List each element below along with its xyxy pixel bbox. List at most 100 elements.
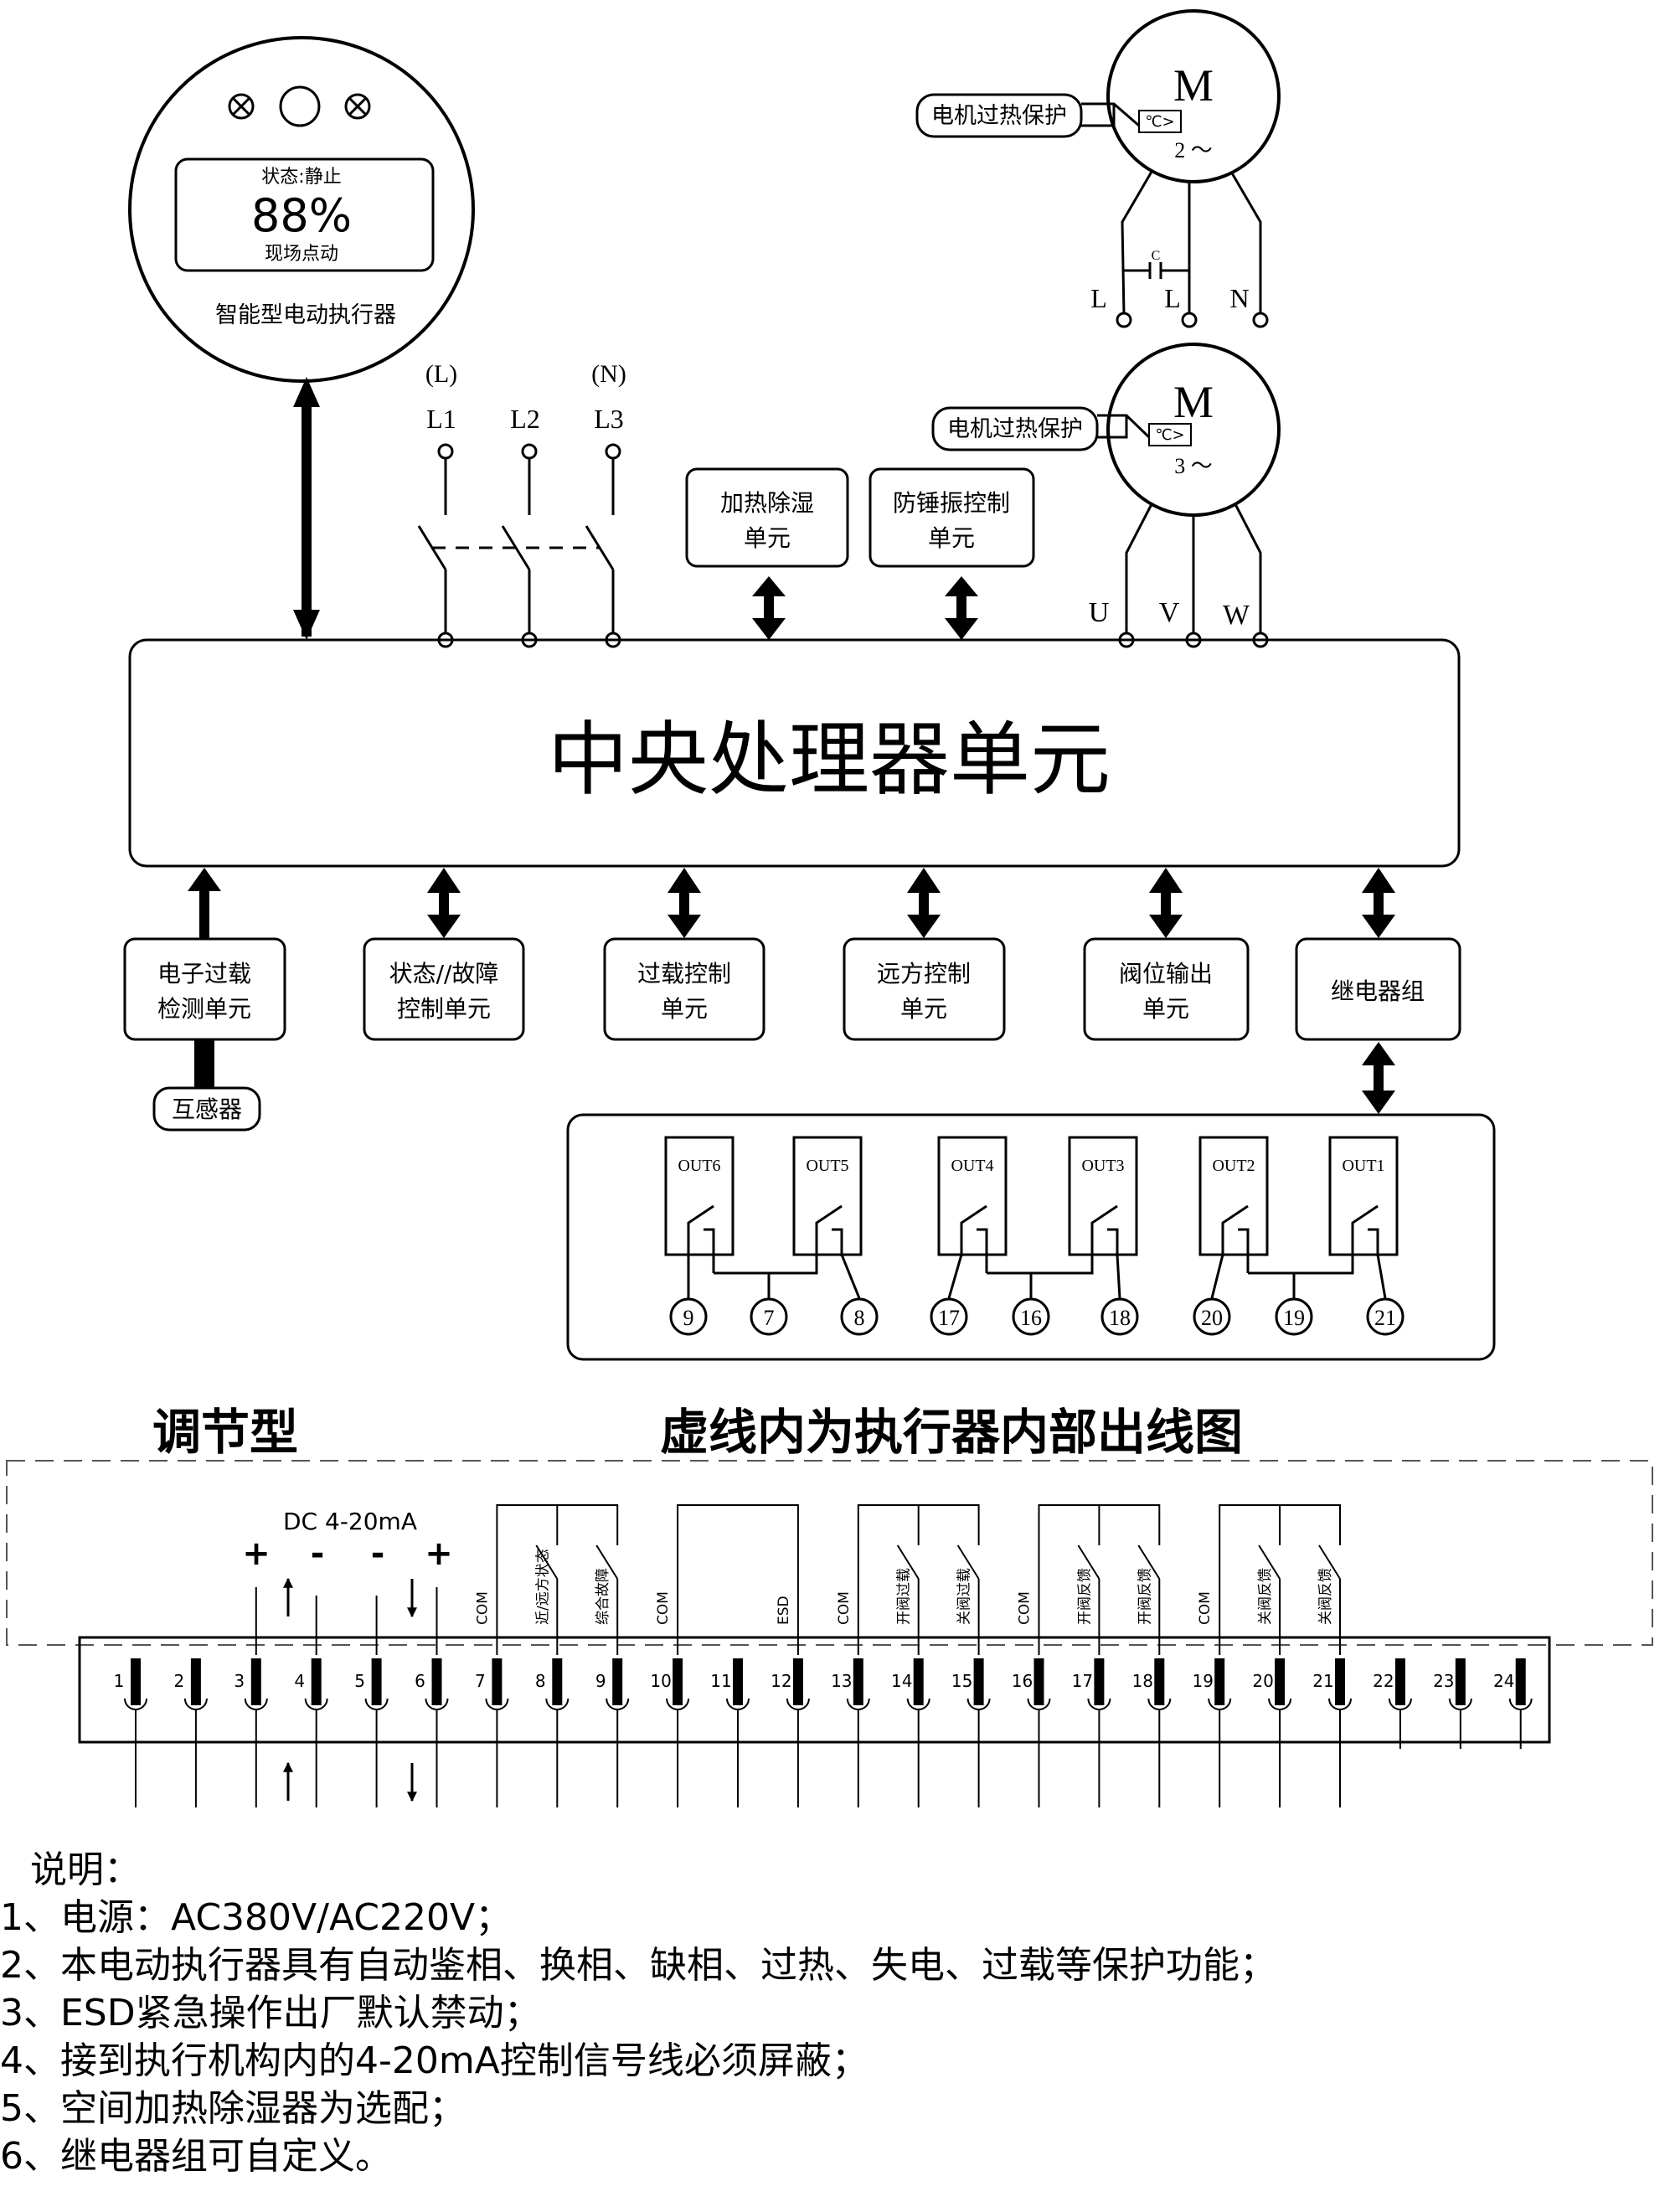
relay-terminal: 8 [854, 1306, 865, 1330]
svg-text:控制单元: 控制单元 [397, 995, 491, 1023]
terminal-6[interactable]: 6 [415, 1658, 449, 1807]
terminal-number: 3 [234, 1671, 245, 1691]
wire-label: 关阀反馈 [1257, 1568, 1274, 1625]
relay-box [566, 1113, 1496, 1361]
terminal-18[interactable]: 18 [1132, 1658, 1172, 1807]
terminal-number: 23 [1433, 1671, 1454, 1691]
terminal-8[interactable]: 8 [535, 1658, 570, 1807]
svg-text:继电器组: 继电器组 [1331, 977, 1425, 1005]
relay-label: OUT2 [1212, 1157, 1255, 1175]
svg-text:U: U [1089, 597, 1110, 628]
valve-position-unit: 阀位输出 单元 [1083, 868, 1250, 1041]
svg-text:3 ～: 3 ～ [1174, 454, 1213, 478]
polarity-minus-5: - [371, 1534, 385, 1573]
transformer: 互感器 [152, 1086, 261, 1132]
terminal-24[interactable]: 24 [1493, 1658, 1533, 1749]
status-fault-unit: 状态//故障 控制单元 [363, 868, 525, 1041]
terminal-16[interactable]: 16 [1012, 1658, 1051, 1807]
terminal-number: 8 [535, 1671, 546, 1691]
relay-terminal: 7 [764, 1306, 775, 1330]
terminal-15[interactable]: 15 [951, 1658, 991, 1807]
terminal-22[interactable]: 22 [1373, 1658, 1412, 1749]
wire-label: COM [1017, 1591, 1033, 1625]
terminal-1[interactable]: 1 [114, 1658, 147, 1807]
terminal-20[interactable]: 20 [1252, 1658, 1292, 1807]
motor-single-phase: M 电机过热保护 ℃> 2 ～ C L L N [915, 9, 1281, 328]
relay-terminal: 18 [1109, 1306, 1131, 1330]
anti-hammer-unit: 防锤振控制 单元 [869, 467, 1035, 640]
polarity-plus-6: + [425, 1534, 453, 1573]
motor-three-phase: M 电机过热保护 ℃> 3 ～ U V W [931, 343, 1281, 648]
wire-label: 关阀反馈 [1317, 1568, 1334, 1625]
terminal-11[interactable]: 11 [710, 1658, 750, 1807]
terminal-17[interactable]: 17 [1072, 1658, 1111, 1807]
polarity-plus-3: + [242, 1534, 271, 1573]
notes-heading: 说明： [30, 1848, 141, 1891]
svg-text:加热除湿: 加热除湿 [720, 489, 814, 517]
svg-text:℃>: ℃> [1155, 426, 1184, 444]
svg-text:电子过载: 电子过载 [157, 960, 251, 987]
bottom-units: 电子过载 检测单元 互感器 状态//故障 控制单元 过载控制 单元 [123, 868, 1461, 1132]
lcd-mode: 现场点动 [265, 244, 338, 265]
terminal-number: 13 [831, 1671, 852, 1691]
svg-text:电机过热保护: 电机过热保护 [931, 103, 1067, 129]
svg-text:W: W [1223, 600, 1250, 631]
note-item-4: 4、接到执行机构内的4-20mA控制信号线必须屏蔽； [0, 2039, 869, 2082]
terminal-13[interactable]: 13 [831, 1658, 870, 1807]
polarity-minus-4: - [311, 1534, 325, 1573]
actuator-caption: 智能型电动执行器 [215, 302, 396, 328]
svg-text:电机过热保护: 电机过热保护 [947, 416, 1083, 442]
overload-detect-unit: 电子过载 检测单元 [123, 868, 286, 1088]
terminal-21[interactable]: 21 [1312, 1658, 1352, 1807]
svg-text:状态//故障: 状态//故障 [389, 960, 499, 987]
terminal-12[interactable]: 12 [771, 1658, 810, 1807]
terminal-number: 10 [650, 1671, 671, 1691]
terminal-number: 2 [174, 1671, 185, 1691]
terminal-number: 14 [891, 1671, 912, 1691]
terminal-14[interactable]: 14 [891, 1658, 930, 1807]
relay-label: OUT5 [806, 1157, 848, 1175]
svg-text:M: M [1173, 60, 1214, 111]
notes-section: 说明： 1、电源：AC380V/AC220V； 2、本电动执行器具有自动鉴相、换… [0, 1847, 1670, 2180]
svg-text:单元: 单元 [1142, 995, 1189, 1023]
note-item-6: 6、继电器组可自定义。 [0, 2135, 392, 2178]
svg-text:L: L [1164, 283, 1181, 313]
svg-text:单元: 单元 [661, 995, 708, 1023]
svg-text:L: L [1090, 283, 1107, 313]
relay-cell-out6: OUT6 [664, 1136, 734, 1256]
terminal-block [78, 1636, 1551, 1744]
terminal-19[interactable]: 19 [1192, 1658, 1232, 1807]
svg-text:远方控制: 远方控制 [877, 960, 971, 987]
terminal-number: 7 [475, 1671, 486, 1691]
terminal-2[interactable]: 2 [174, 1658, 208, 1807]
terminal-number: 15 [951, 1671, 972, 1691]
note-item-1: 1、电源：AC380V/AC220V； [0, 1896, 513, 1939]
terminal-number: 6 [415, 1671, 425, 1691]
terminal-9[interactable]: 9 [595, 1658, 630, 1807]
tag-l: (L) [425, 360, 457, 388]
indicator-x-icon-right [344, 93, 371, 120]
terminal-number: 12 [771, 1671, 791, 1691]
svg-text:单元: 单元 [900, 995, 947, 1023]
terminal-number: 4 [294, 1671, 305, 1691]
svg-text:2 ～: 2 ～ [1174, 138, 1213, 162]
terminal-23[interactable]: 23 [1433, 1658, 1472, 1749]
lcd-percent: 88% [251, 189, 352, 242]
terminal-number: 16 [1012, 1671, 1033, 1691]
dashed-title: 虚线内为执行器内部出线图 [660, 1404, 1243, 1461]
terminal-number: 11 [710, 1671, 731, 1691]
terminal-10[interactable]: 10 [650, 1658, 690, 1807]
wire-label: 近/远方状态 [534, 1549, 551, 1625]
terminal-number: 18 [1132, 1671, 1153, 1691]
terminal-3[interactable]: 3 [234, 1658, 268, 1807]
terminal-number: 19 [1192, 1671, 1213, 1691]
terminal-7[interactable]: 7 [475, 1658, 509, 1807]
relay-terminal: 19 [1283, 1306, 1305, 1330]
relay-group-unit: 继电器组 [1295, 868, 1461, 1114]
terminal-5[interactable]: 5 [354, 1658, 389, 1807]
wire-label: 开阀反馈 [1076, 1568, 1093, 1625]
terminal-4[interactable]: 4 [294, 1658, 328, 1807]
